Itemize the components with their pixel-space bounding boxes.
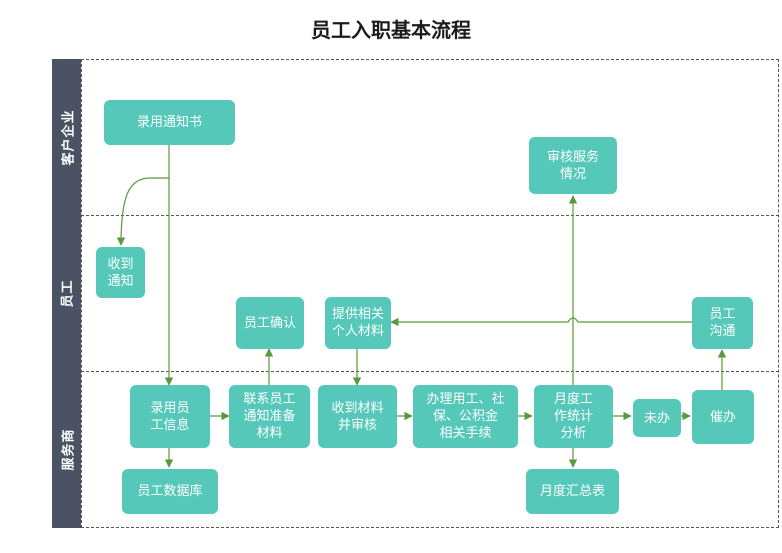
node-urge[interactable]: 催办 bbox=[692, 390, 754, 444]
node-receive-review[interactable]: 收到材料 并审核 bbox=[318, 385, 397, 448]
page-title: 员工入职基本流程 bbox=[311, 18, 471, 42]
lane-divider-1 bbox=[81, 215, 779, 216]
node-handle-insurance[interactable]: 办理用工、社 保、公积金 相关手续 bbox=[413, 385, 518, 448]
node-offer-letter[interactable]: 录用通知书 bbox=[104, 100, 235, 145]
connector-offer-to-notice bbox=[116, 177, 169, 246]
lane-header-band bbox=[52, 59, 81, 528]
node-monthly-summary[interactable]: 月度汇总表 bbox=[526, 469, 619, 514]
node-employee-communicate[interactable]: 员工 沟通 bbox=[692, 297, 753, 349]
node-receive-notice[interactable]: 收到 通知 bbox=[96, 247, 145, 298]
node-not-done[interactable]: 未办 bbox=[633, 399, 681, 437]
connector-communicate-to-materials bbox=[390, 317, 692, 327]
node-provide-materials[interactable]: 提供相关 个人材料 bbox=[325, 297, 391, 349]
node-employee-db[interactable]: 员工数据库 bbox=[122, 469, 218, 514]
node-contact-prepare[interactable]: 联系员工 通知准备 材料 bbox=[229, 385, 310, 448]
node-monthly-stats[interactable]: 月度工 作统计 分析 bbox=[534, 385, 613, 448]
lane-frame bbox=[81, 59, 779, 528]
lane-divider-2 bbox=[81, 371, 779, 372]
node-audit-service[interactable]: 审核服务 情况 bbox=[529, 137, 617, 194]
node-employee-confirm[interactable]: 员工确认 bbox=[236, 297, 304, 349]
node-record-info[interactable]: 录用员 工信息 bbox=[130, 385, 210, 448]
